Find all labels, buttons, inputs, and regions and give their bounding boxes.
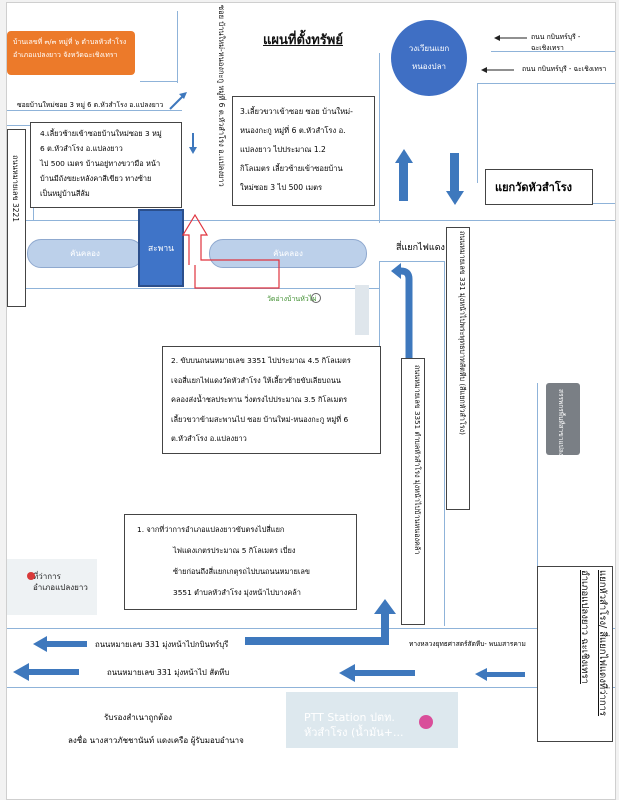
roundabout-line1: วงเวียนแยก: [408, 44, 450, 53]
bridge-block: สะพาน: [138, 209, 184, 287]
junction-label: แยกวัดหัวสำโรง: [495, 181, 573, 194]
up-arrow-shaft: [399, 161, 408, 201]
turn-arrow-icon: [391, 263, 413, 359]
bridge-label: สะพาน: [148, 244, 174, 254]
up-arrow-icon: [395, 149, 413, 163]
ptt-line1: PTT Station ปตท.: [304, 711, 395, 724]
step4-line: เป็นหมู่บ้านสีส้ม: [40, 189, 90, 198]
down-arrow-icon: [446, 191, 464, 205]
step2-line: ต.หัวสำโรง อ.แปลงยาว: [171, 434, 247, 443]
road-line: [7, 288, 379, 289]
left-arrow-icon: [339, 664, 415, 682]
left-arrow-icon: [13, 663, 79, 681]
step4-line: ไป 500 เมตร บ้านอยู่ทางขวามือ หน้า: [40, 159, 161, 168]
road-line: [379, 53, 380, 223]
step4-line: 4.เลี้ยวซ้ายเข้าซอยบ้านใหม่ซอย 3 หมู่: [40, 129, 162, 138]
temple-road-label: ทางหลวงยุทธศาสตร์สัตหีบ- พนมสารคาม: [409, 640, 526, 648]
address-note: บ้านเลขที่ ๓/๓ หมู่ที่ ๖ ตำบลหัวสำโรง อำ…: [7, 31, 135, 75]
temple-icon: [311, 293, 321, 303]
step2-line: 2. ขับบนถนนหมายเลข 3351 ไปประมาณ 4.5 กิโ…: [171, 356, 351, 365]
road-label-top-1: ถนน กบินทร์บุรี - ฉะเชิงเทรา: [531, 33, 581, 52]
map-thumb-strip: [355, 285, 369, 335]
arrow-icon: [169, 92, 187, 110]
road-331-bottom-2: ถนนหมายเลข 331 มุ่งหน้าไป สัตหีบ: [107, 668, 230, 677]
page-title: แผนที่ตั้งทรัพย์: [263, 33, 343, 48]
certify-line2: ลงชื่อ นางสาวภัชชานันท์ แดงเครือ ผู้รับม…: [68, 736, 244, 745]
road-331-bottom-1: ถนนหมายเลข 331 มุ่งหน้าไปกบินทร์บุรี: [95, 640, 229, 649]
step1-line: ซ้ายก่อนถึงสี่แยกเกตุรถไปบนถนนหมายเลข: [173, 567, 310, 576]
traffic-light-label: สี่แยกไฟแดง: [396, 243, 445, 253]
ptt-thumb: PTT Station ปตท. หัวสำโรง (น้ำมัน+...: [286, 692, 458, 748]
road-line: [477, 83, 615, 84]
right-side-label: แยกหัวสำโรง/ สี่แยกไฟแดงที่ว่าการอำเภอแป…: [579, 570, 608, 717]
soi-vertical-label: ซอย บ้านใหม่-หนองกะกู หมู่ที่ 6 ต.หัวสำโ…: [217, 5, 226, 187]
step3-line: ใหม่ซอย 3 ไป 500 เมตร: [240, 183, 323, 192]
road-line: [537, 383, 538, 628]
step4-box: 4.เลี้ยวซ้ายเข้าซอยบ้านใหม่ซอย 3 หมู่ 6 …: [30, 122, 182, 208]
certify-line1: รับรองสำเนาถูกต้อง: [104, 713, 173, 722]
junction-box: แยกวัดหัวสำโรง: [485, 169, 593, 205]
left-arrow-icon: [33, 636, 87, 652]
road-331-label: ถนนหมายเลข 331 มุ่งหน้าไปพระพุทธบาทสัตหี…: [458, 231, 467, 435]
step1-box: 1. จากที่ว่าการอำเภอแปลงยาวขับตรงไปสี่แย…: [124, 514, 357, 610]
step2-box: 2. ขับบนถนนหมายเลข 3351 ไปประมาณ 4.5 กิโ…: [162, 346, 381, 454]
road-line: [140, 81, 178, 82]
address-note-line2: อำเภอแปลงยาว จังหวัดฉะเชิงเทรา: [13, 51, 118, 59]
left-arrow-icon: [475, 668, 525, 681]
road-label-top-2: ถนน กบินทร์บุรี - ฉะเชิงเทรา: [522, 65, 607, 73]
roundabout-line2: หนองปลา: [412, 62, 446, 71]
down-arrow-shaft: [450, 153, 459, 193]
map-thumb-left-label: ที่ว่าการ อำเภอแปลงยาว: [33, 571, 88, 593]
step3-line: หนองกะกู หมู่ที่ 6 ต.หัวสำโรง อ.: [240, 126, 346, 135]
road-line: [477, 83, 478, 183]
road-line: [177, 11, 178, 83]
step1-line: 1. จากที่ว่าการอำเภอแปลงยาวขับตรงไปสี่แย…: [137, 525, 285, 534]
arrow-icon: [494, 35, 527, 41]
arrow-icon: [189, 133, 197, 154]
soi-left-label: ซอยบ้านใหม่ซอย 3 หมู่ 6 ต.หัวสำโรง อ.แปล…: [17, 101, 164, 109]
step1-line: ไฟแดงเกตรประมาณ 5 กิโลเมตร เบี่ยง: [173, 546, 296, 555]
route-path: [181, 213, 280, 289]
ptt-line2: หัวสำโรง (น้ำมัน+...: [304, 726, 404, 739]
map-thumb-right: [546, 383, 580, 455]
map-thumb-left-line2: อำเภอแปลงยาว: [33, 583, 88, 592]
right-label-box: [537, 566, 613, 742]
road-line: [444, 261, 445, 626]
road-line: [7, 628, 615, 629]
arrow-icon: [481, 67, 514, 73]
right-turn-arrow-icon: [245, 599, 396, 645]
road-line: [7, 110, 182, 111]
road-3351-label: ถนนหมายเลข 3351 ตำบลหัวสำโรง มุ่งหน้าไปบ…: [413, 365, 422, 555]
fuel-pin-icon: [419, 715, 433, 729]
road-3351-box: [401, 358, 425, 625]
map-thumb-left-line1: ที่ว่าการ: [33, 572, 61, 581]
step2-line: เลี้ยวขวาข้ามสะพานไป ซอย บ้านใหม่-หนองกะ…: [171, 414, 349, 424]
map-sheet: บ้านเลขที่ ๓/๓ หมู่ที่ ๖ ตำบลหัวสำโรง อำ…: [6, 2, 616, 800]
map-thumb-left: [7, 559, 97, 615]
road-3221-box: [7, 129, 26, 307]
road-line: [491, 51, 615, 52]
step1-line: 3551 ตำบลหัวสำโรง มุ่งหน้าไปบางคล้า: [173, 588, 301, 597]
step2-line: เจอสี่แยกไฟแดงวัดหัวสำโรง ให้เลี้ยวซ้ายข…: [171, 375, 341, 385]
road-331-box: [446, 227, 470, 510]
step4-line: บ้านมีถังขยะหลังคาสีเขียว ทางซ้าย: [40, 174, 152, 183]
temple-label: วัดอ่างบ้านหัวไผ่: [267, 295, 317, 303]
step3-line: กิโลเมตร เลี้ยวซ้ายเข้าซอยบ้าน: [240, 164, 343, 173]
road-line: [7, 687, 615, 688]
step3-line: แปลงยาว ไปประมาณ 1.2: [240, 145, 326, 154]
canal-left: คันคลอง: [27, 239, 143, 268]
road-line: [7, 125, 33, 126]
pin-icon: [27, 572, 35, 580]
step4-line: 6 ต.หัวสำโรง อ.แปลงยาว: [40, 144, 123, 153]
map-thumb-right-label: สรรพกรพื้นที่สาขาแปลงยาว: [557, 389, 565, 467]
roundabout-circle: วงเวียนแยก หนองปลา: [391, 20, 467, 96]
step3-box: 3.เลี้ยวขวาเข้าซอย ซอย บ้านใหม่- หนองกะก…: [232, 96, 375, 206]
road-line: [7, 220, 615, 221]
step3-line: 3.เลี้ยวขวาเข้าซอย ซอย บ้านใหม่-: [240, 107, 353, 116]
road-line: [379, 261, 444, 262]
address-note-line1: บ้านเลขที่ ๓/๓ หมู่ที่ ๖ ตำบลหัวสำโรง: [13, 38, 127, 46]
canal-right: คันคลอง: [209, 239, 367, 268]
step2-line: คลองส่งน้ำชลประทาน วิ่งตรงไปประมาณ 3.5 ก…: [171, 395, 348, 404]
road-3221-label: ถนนหมายเลข 3221: [11, 155, 20, 223]
